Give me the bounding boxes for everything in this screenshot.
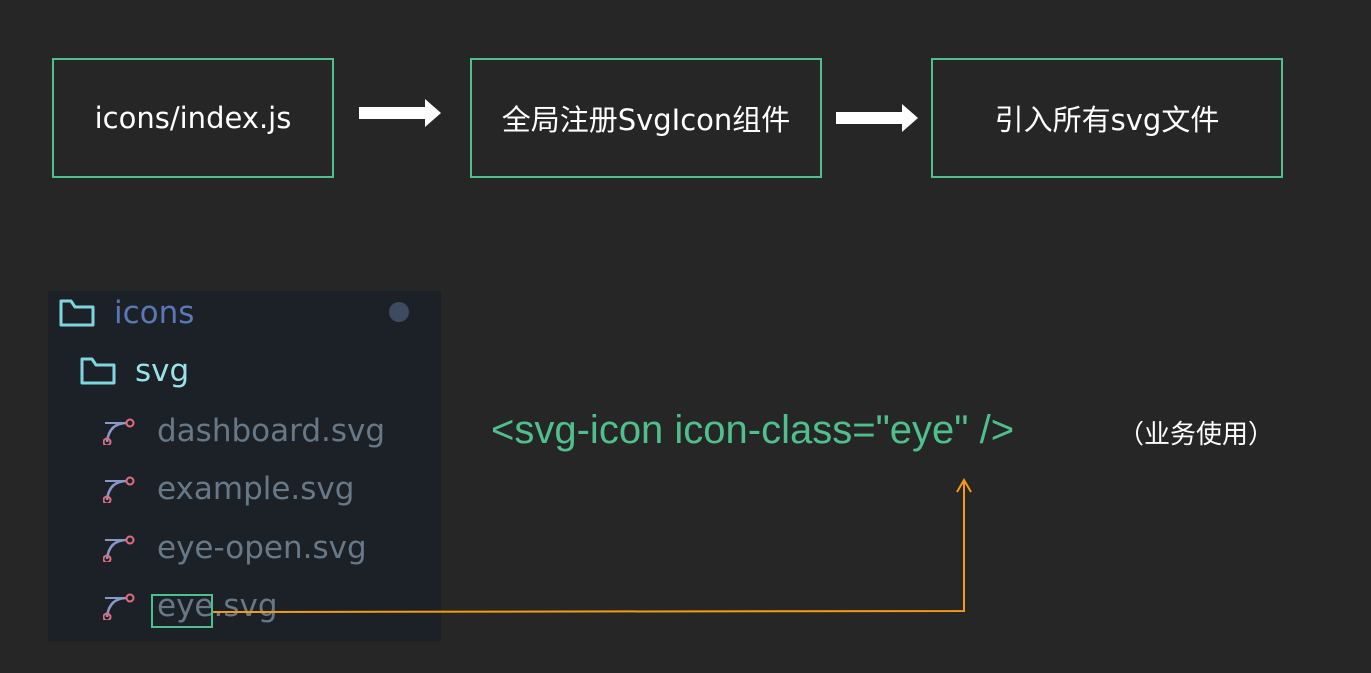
svg-file-icon [103, 535, 135, 562]
svg-file-icon [103, 418, 135, 445]
folder-icon [59, 299, 95, 327]
folder-label: icons [114, 295, 195, 331]
flow-step-label: icons/index.js [94, 101, 292, 135]
svg-file-icon [103, 476, 135, 503]
svg-file-icon [103, 593, 135, 620]
right-arrow-icon [359, 99, 441, 127]
modified-indicator [389, 302, 409, 322]
usage-note: （业务使用） [1118, 420, 1275, 450]
tree-folder-icons[interactable]: icons [58, 291, 194, 335]
flow-step-label: 全局注册SvgIcon组件 [501, 103, 791, 137]
tree-file-item[interactable]: dashboard.svg [103, 409, 385, 453]
flow-step-register-component: 全局注册SvgIcon组件 [470, 58, 822, 178]
file-label: dashboard.svg [157, 413, 386, 449]
flow-step-index-js: icons/index.js [52, 58, 334, 178]
tree-file-item[interactable]: eye-open.svg [103, 526, 367, 570]
usage-code-snippet: <svg-icon icon-class="eye" /> [491, 408, 1015, 452]
file-label: eye-open.svg [157, 530, 367, 566]
file-explorer: icons svg dashboard.svg example.svg [48, 291, 441, 641]
flow-step-import-svgs: 引入所有svg文件 [931, 58, 1283, 178]
flow-step-label: 引入所有svg文件 [994, 103, 1220, 137]
eye-name-highlight [151, 594, 213, 628]
folder-label: svg [135, 353, 190, 389]
tree-file-item[interactable]: example.svg [103, 467, 354, 511]
file-label: example.svg [157, 471, 355, 507]
tree-folder-svg[interactable]: svg [79, 349, 189, 393]
right-arrow-icon [836, 104, 918, 132]
folder-icon [80, 357, 116, 385]
